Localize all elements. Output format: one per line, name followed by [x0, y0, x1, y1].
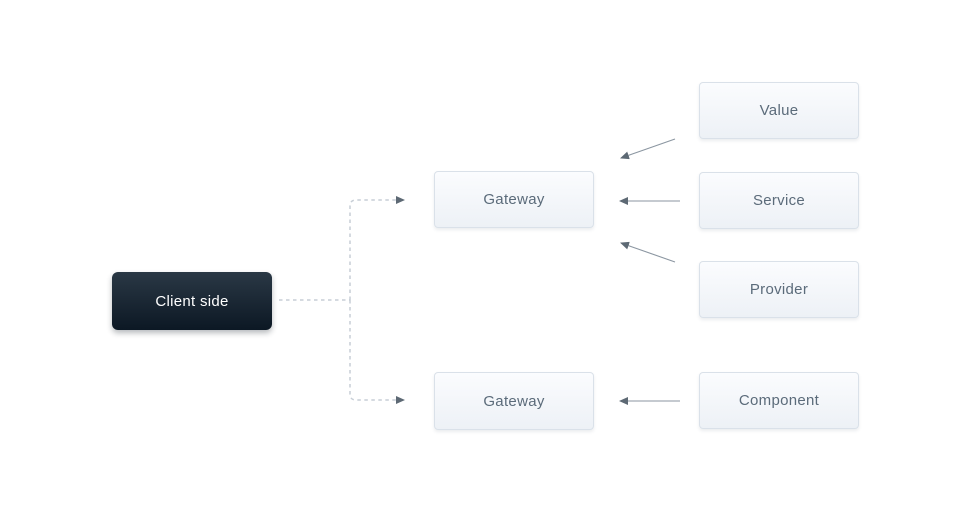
node-gateway-bottom: Gateway	[434, 372, 594, 430]
node-component-label: Component	[738, 392, 820, 409]
node-client-side-label: Client side	[155, 292, 229, 310]
connector-client-to-gateway-top	[349, 196, 405, 300]
node-gateway-top: Gateway	[434, 171, 594, 228]
connector-provider-to-gateway-top	[620, 241, 676, 263]
connector-client-to-gateway-bottom	[349, 300, 405, 404]
node-provider: Provider	[699, 261, 859, 318]
connector-value-to-gateway-top	[620, 138, 676, 160]
node-value-label: Value	[759, 102, 799, 119]
node-gateway-top-label: Gateway	[483, 191, 545, 208]
node-gateway-bottom-label: Gateway	[483, 392, 545, 410]
node-client-side: Client side	[112, 272, 272, 330]
node-service: Service	[699, 172, 859, 229]
node-provider-label: Provider	[749, 281, 809, 298]
node-value: Value	[699, 82, 859, 139]
node-component: Component	[699, 372, 859, 429]
node-service-label: Service	[752, 192, 806, 209]
